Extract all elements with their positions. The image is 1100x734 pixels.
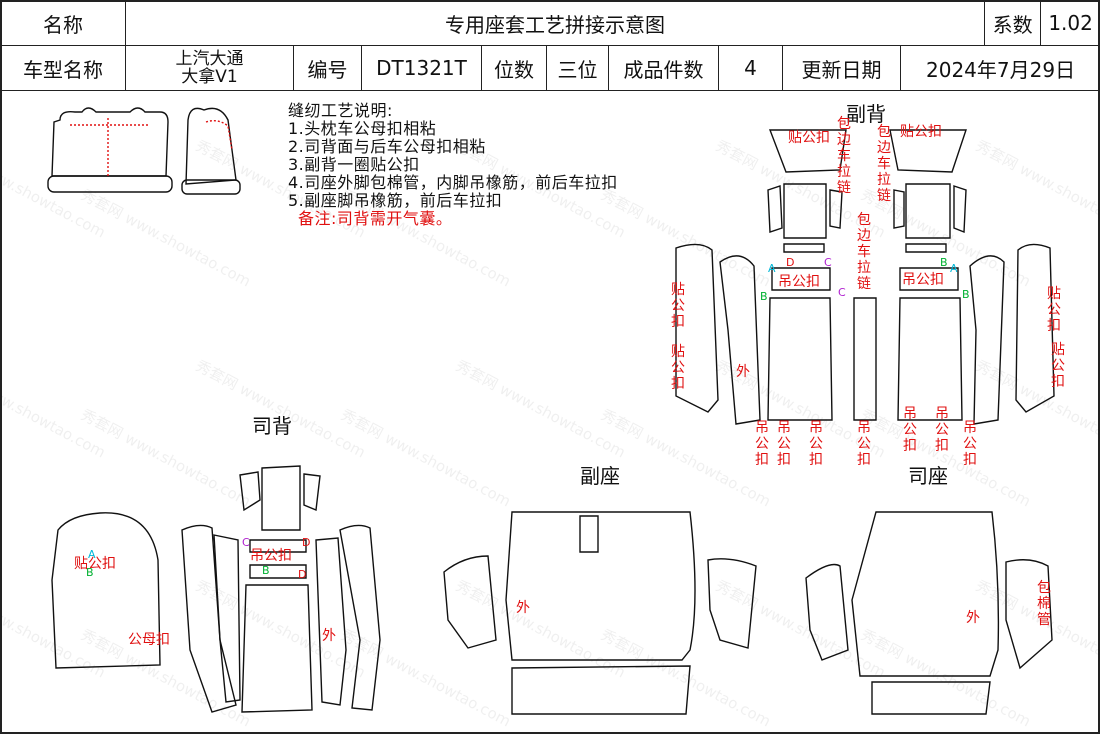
notes-heading: 缝纫工艺说明: — [288, 101, 393, 120]
marker-d: D — [298, 568, 306, 581]
label-tie-hook: 贴公扣 — [74, 556, 116, 572]
label-hang-hook: 吊公扣 — [902, 272, 944, 288]
marker-b: B — [262, 564, 270, 577]
watermark-text: 秀套网 www.showtao.com — [973, 357, 1100, 462]
label-hang-hook: 吊公扣 — [778, 274, 820, 290]
seat-label: 位数 — [481, 45, 547, 91]
model-line-2: 大拿V1 — [181, 67, 238, 87]
label-hang-hook: 吊公扣 — [857, 420, 871, 468]
label-hang-hook: 吊公扣 — [935, 406, 949, 454]
label-tie-hook: 贴公扣 — [1047, 286, 1061, 334]
marker-b: B — [86, 566, 94, 579]
watermark-text: 秀套网 www.showtao.com — [78, 186, 254, 291]
watermark-text: 秀套网 www.showtao.com — [338, 626, 514, 731]
notes-remark: 备注:司背需开气囊。 — [298, 209, 453, 228]
label-outer: 外 — [966, 610, 980, 626]
marker-b: B — [760, 290, 768, 303]
label-hang-hook: 吊公扣 — [250, 548, 292, 564]
section-title-passenger-seat: 副座 — [580, 464, 620, 488]
watermark-text: 秀套网 www.showtao.com — [598, 186, 774, 291]
marker-a: A — [768, 262, 776, 275]
label-tie-hook: 贴公扣 — [900, 124, 942, 140]
marker-d: D — [302, 536, 310, 549]
section-title-driver-back: 司背 — [252, 414, 292, 438]
watermark-text: 秀套网 www.showtao.com — [598, 406, 774, 511]
model-label: 车型名称 — [0, 45, 126, 91]
marker-a: A — [950, 262, 958, 275]
driver-seat-pieces — [805, 511, 1053, 715]
note-item-4: 4.司座外脚包棉管，内脚吊橡筋，前后车拉扣 — [288, 173, 618, 192]
watermark-text: 秀套网 www.showtao.com — [78, 406, 254, 511]
pieces-value: 4 — [718, 45, 783, 91]
section-title-passenger-back: 副背 — [846, 102, 886, 126]
watermark-text: 秀套网 www.showtao.com — [453, 577, 629, 682]
model-line-1: 上汽大通 — [175, 49, 244, 69]
label-hang-hook: 吊公扣 — [809, 420, 823, 468]
pieces-label: 成品件数 — [608, 45, 719, 91]
section-title-driver-seat: 司座 — [908, 464, 948, 488]
pattern-pieces — [47, 107, 1055, 715]
label-tie-hook: 贴公扣 — [1051, 342, 1065, 390]
name-label: 名称 — [0, 0, 126, 46]
watermark-text: 秀套网 www.showtao.com — [453, 357, 629, 462]
passenger-back-pieces — [675, 129, 1055, 425]
label-outer: 外 — [322, 628, 336, 644]
marker-c: C — [824, 256, 832, 269]
watermark-text: 秀套网 www.showtao.com — [858, 626, 1034, 731]
watermark-text: 秀套网 www.showtao.com — [973, 137, 1100, 242]
note-item-2: 2.司背面与后车公母扣相粘 — [288, 137, 486, 156]
code-value: DT1321T — [361, 45, 482, 91]
sheet-title: 专用座套工艺拼接示意图 — [124, 0, 986, 46]
marker-c: C — [242, 536, 250, 549]
letter-markers: A B C D B D D A C B C B A B — [86, 256, 970, 581]
model-value: 上汽大通大拿V1 — [125, 45, 294, 91]
note-item-1: 1.头枕车公母扣相粘 — [288, 119, 437, 138]
date-value: 2024年7月29日 — [899, 45, 1100, 91]
note-item-3: 3.副背一圈贴公扣 — [288, 155, 420, 174]
label-tie-hook: 贴公扣 — [788, 130, 830, 146]
label-edge-zip: 包边车拉链 — [837, 116, 851, 196]
label-hang-hook: 吊公扣 — [777, 420, 791, 468]
label-outer: 外 — [516, 600, 530, 616]
note-item-5: 5.副座脚吊橡筋，前后车拉扣 — [288, 191, 503, 210]
label-edge-zip: 包边车拉链 — [877, 124, 891, 204]
marker-d: D — [786, 256, 794, 269]
marker-b: B — [940, 256, 948, 269]
label-cotton-tube: 包棉管 — [1037, 580, 1051, 628]
label-tie-hook: 贴公扣 — [671, 344, 685, 392]
watermark-text: 秀套网 www.showtao.com — [338, 406, 514, 511]
marker-a: A — [88, 548, 96, 561]
label-male-female-hook: 公母扣 — [128, 632, 170, 648]
label-edge-zip: 包边车拉链 — [857, 212, 871, 292]
watermark-text: 秀套网 www.showtao.com — [713, 577, 889, 682]
seat-value: 三位 — [546, 45, 609, 91]
label-tie-hook: 贴公扣 — [671, 282, 685, 330]
marker-b: B — [962, 288, 970, 301]
label-hang-hook: 吊公扣 — [963, 420, 977, 468]
passenger-seat-pieces — [443, 511, 757, 715]
coef-label: 系数 — [984, 0, 1042, 46]
label-hang-hook: 吊公扣 — [903, 406, 917, 454]
marker-c: C — [838, 286, 846, 299]
label-outer: 外 — [736, 364, 750, 380]
watermark-text: 秀套网 www.showtao.com — [598, 626, 774, 731]
seat-thumbnail — [47, 107, 241, 195]
label-hang-hook: 吊公扣 — [755, 420, 769, 468]
driver-back-pieces — [51, 465, 381, 713]
header-table: 名称 专用座套工艺拼接示意图 系数 1.02 车型名称 上汽大通大拿V1 编号 … — [0, 0, 1100, 91]
